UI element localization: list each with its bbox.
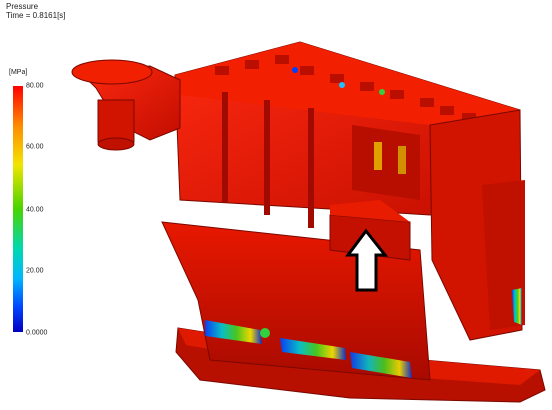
up-arrow-icon xyxy=(345,228,389,292)
legend-unit: [MPa] xyxy=(9,69,28,76)
time-label: Time = 0.8161[s] xyxy=(6,11,66,20)
legend-tick-40: 40.00 xyxy=(26,206,44,214)
legend-tick-min: 0.0000 xyxy=(26,329,48,337)
legend-tick-60: 60.00 xyxy=(26,143,44,151)
legend-tick-max: 80.00 xyxy=(26,82,44,90)
result-header: Pressure Time = 0.8161[s] xyxy=(6,2,66,20)
pressure-colorbar xyxy=(13,86,23,332)
legend-tick-20: 20.00 xyxy=(26,267,44,275)
mold-part-model xyxy=(71,41,546,403)
result-name: Pressure xyxy=(6,2,39,11)
